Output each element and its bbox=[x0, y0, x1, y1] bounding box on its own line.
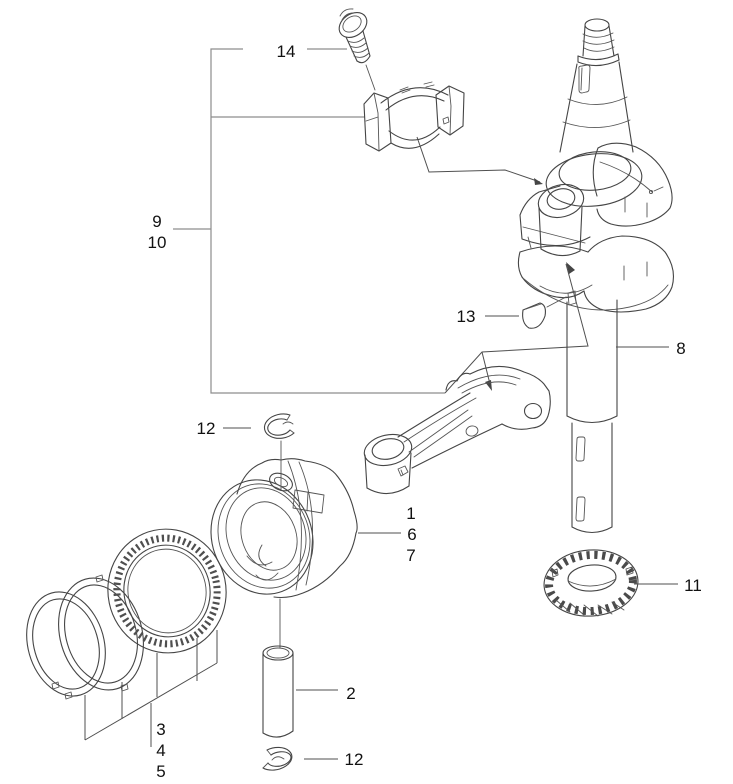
connecting-rod-illustration bbox=[363, 365, 551, 495]
callout-label-2: 2 bbox=[346, 684, 355, 703]
callout-labels: 14 9 10 13 8 12 1 6 7 2 12 3 4 5 11 bbox=[148, 42, 702, 781]
callout-label-10: 10 bbox=[148, 233, 167, 252]
callout-label-13: 13 bbox=[457, 307, 476, 326]
label-leader-lines bbox=[223, 315, 678, 760]
timing-gear-illustration bbox=[543, 549, 639, 617]
snap-ring-top-illustration bbox=[263, 413, 295, 490]
piston-rings-illustration bbox=[26, 528, 227, 747]
crankshaft-illustration bbox=[517, 18, 674, 534]
callout-label-12-bottom: 12 bbox=[345, 750, 364, 769]
callout-label-1: 1 bbox=[406, 504, 415, 523]
snap-ring-bottom-illustration bbox=[262, 746, 293, 771]
callout-label-12-top: 12 bbox=[197, 419, 216, 438]
callout-label-7: 7 bbox=[406, 546, 415, 565]
callout-label-4: 4 bbox=[156, 741, 165, 760]
callout-label-6: 6 bbox=[407, 525, 416, 544]
rod-bolt-illustration bbox=[338, 8, 376, 91]
piston-pin-illustration bbox=[262, 598, 294, 738]
callout-label-5: 5 bbox=[156, 762, 165, 781]
rod-cap-illustration bbox=[363, 81, 543, 185]
piston-illustration bbox=[210, 458, 358, 599]
callout-label-3: 3 bbox=[156, 720, 165, 739]
callout-label-9: 9 bbox=[152, 212, 161, 231]
callout-label-11: 11 bbox=[684, 576, 702, 595]
callout-bracket-9-10 bbox=[173, 48, 445, 394]
callout-label-14: 14 bbox=[277, 42, 296, 61]
callout-label-8: 8 bbox=[676, 339, 685, 358]
woodruff-key-illustration bbox=[522, 296, 567, 329]
